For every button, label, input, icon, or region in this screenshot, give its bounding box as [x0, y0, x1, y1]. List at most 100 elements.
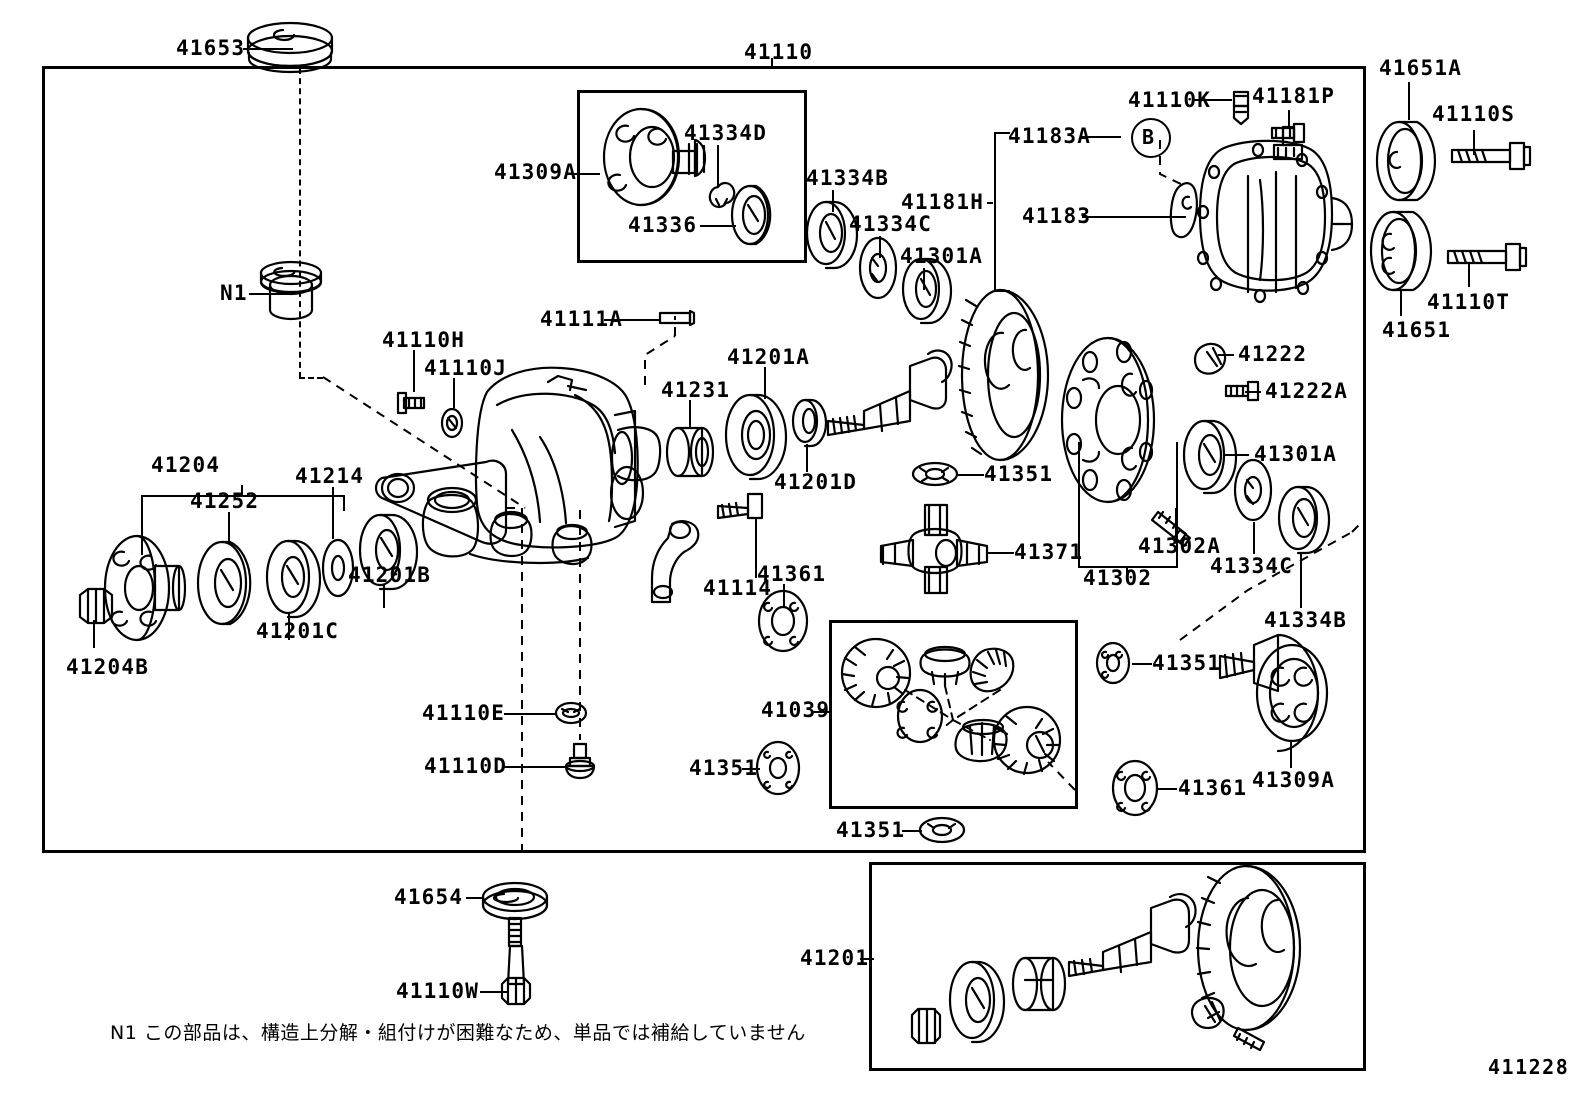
leader-41231 — [689, 400, 691, 428]
label-41351-c: 41351 — [836, 818, 906, 842]
label-41351-a: 41351 — [984, 462, 1054, 486]
leader-41334C-top — [879, 236, 881, 258]
leader-41183 — [1082, 216, 1186, 218]
leader-41361-a — [783, 584, 785, 608]
dash-41653-axis — [299, 68, 301, 378]
leader-41334B-top — [832, 190, 834, 212]
leader-41351-b — [742, 768, 760, 770]
leader-41252 — [228, 512, 230, 544]
label-41222: 41222 — [1238, 342, 1308, 366]
label-41252: 41252 — [190, 489, 260, 513]
leader-41201D — [806, 444, 808, 472]
bracket-41302 — [1078, 442, 1178, 568]
leader-N1 — [249, 293, 289, 295]
bracket-41204-left-drop — [141, 509, 143, 555]
leader-41309A-right — [1290, 740, 1292, 768]
label-41201C: 41201C — [256, 619, 340, 643]
bracket-41302-stem — [1126, 566, 1128, 576]
leader-41110H — [413, 350, 415, 392]
label-41309A-top: 41309A — [494, 160, 578, 184]
leader-41181H — [987, 202, 993, 204]
footnote-n1: N1 この部品は、構造上分解・組付けが困難なため、単品では補給していません — [110, 1022, 806, 1044]
leader-41201-inset — [860, 958, 874, 960]
leader-41334B-right — [1300, 552, 1302, 608]
diagram-number: 411228 — [1488, 1055, 1570, 1079]
leader-41110K — [1192, 99, 1232, 101]
leader-41181P — [1288, 110, 1290, 128]
art-41651-mount — [1371, 212, 1431, 290]
main-diagram-frame — [42, 66, 1366, 853]
label-41181P: 41181P — [1252, 84, 1336, 108]
label-N1-callout: N1 — [220, 281, 248, 305]
leader-41309A-top — [570, 173, 600, 175]
leader-41301A-right — [1223, 454, 1249, 456]
label-41336: 41336 — [628, 213, 698, 237]
leader-41201C — [288, 612, 290, 640]
label-41183A: 41183A — [1008, 124, 1092, 148]
label-41204: 41204 — [151, 453, 221, 477]
label-41201B: 41201B — [348, 563, 432, 587]
label-41371: 41371 — [1014, 540, 1084, 564]
label-41110T: 41110T — [1427, 290, 1511, 314]
leader-41039 — [812, 711, 830, 713]
label-41334D: 41334D — [684, 121, 768, 145]
label-41181H: 41181H — [901, 190, 985, 214]
leader-41651 — [1400, 290, 1402, 316]
leader-41334D — [717, 145, 719, 187]
label-41110H: 41110H — [382, 328, 466, 352]
label-41222A: 41222A — [1265, 379, 1349, 403]
leader-41361-b — [1157, 788, 1177, 790]
label-41114: 41114 — [703, 576, 773, 600]
leader-41651A — [1408, 82, 1410, 120]
balloon-B-circle — [1131, 118, 1171, 158]
label-41361-a: 41361 — [757, 562, 827, 586]
label-41334C-right: 41334C — [1210, 554, 1294, 578]
leader-41222 — [1218, 354, 1234, 356]
label-41201-inset: 41201 — [800, 946, 870, 970]
label-41201A: 41201A — [727, 345, 811, 369]
label-41110W: 41110W — [396, 979, 480, 1003]
art-41110T-bolt — [1448, 244, 1526, 270]
inset-side-gear-kit-box — [829, 620, 1078, 809]
leader-41336 — [700, 225, 736, 227]
label-41334B-top: 41334B — [806, 166, 890, 190]
label-41651A: 41651A — [1379, 56, 1463, 80]
label-41204B: 41204B — [66, 655, 150, 679]
label-41302: 41302 — [1083, 566, 1153, 590]
leader-41114 — [755, 518, 757, 578]
label-41334C-top: 41334C — [849, 212, 933, 236]
label-41351-b: 41351 — [689, 756, 759, 780]
inset-drive-pinion-box — [869, 862, 1366, 1071]
leader-41301A-top — [923, 268, 925, 290]
label-41110E: 41110E — [422, 701, 506, 725]
label-41334B-right: 41334B — [1264, 608, 1348, 632]
label-41309A-right: 41309A — [1252, 768, 1336, 792]
label-41302A: 41302A — [1138, 534, 1222, 558]
leader-41110W — [480, 991, 508, 993]
label-41111A: 41111A — [540, 307, 624, 331]
leader-41654 — [466, 897, 484, 899]
label-41351-d: 41351 — [1152, 651, 1222, 675]
label-41110K: 41110K — [1128, 88, 1212, 112]
label-41654: 41654 — [394, 885, 464, 909]
label-41110J: 41110J — [424, 356, 508, 380]
label-41653: 41653 — [176, 36, 246, 60]
leader-41371 — [988, 552, 1014, 554]
label-41183: 41183 — [1022, 204, 1092, 228]
leader-41111A-h — [604, 319, 660, 321]
label-41201D: 41201D — [774, 470, 858, 494]
leader-41110J — [453, 378, 455, 408]
label-41110S: 41110S — [1432, 102, 1516, 126]
label-41301A-right: 41301A — [1254, 442, 1338, 466]
art-41651A-mount — [1377, 122, 1435, 200]
label-41110: 41110 — [744, 40, 814, 64]
leader-41653 — [243, 48, 293, 50]
label-41214: 41214 — [295, 464, 365, 488]
leader-41214 — [332, 487, 334, 539]
leader-41351-c — [902, 830, 922, 832]
label-41231: 41231 — [661, 378, 731, 402]
leader-41201A — [764, 367, 766, 399]
bracket-41204-stem — [241, 485, 243, 495]
leader-41222A — [1245, 391, 1261, 393]
